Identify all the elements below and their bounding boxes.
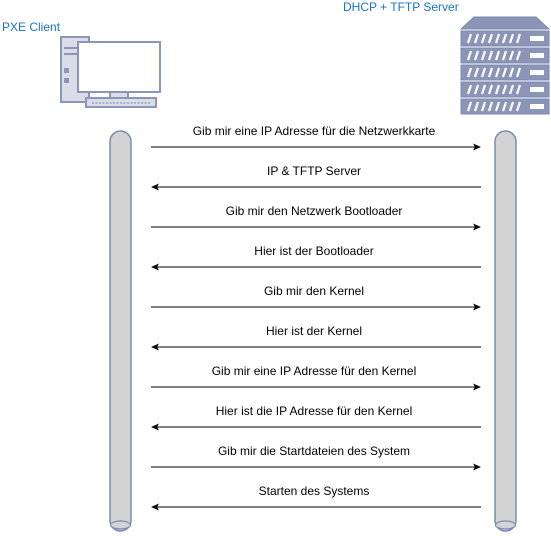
- server-indicator: [530, 53, 544, 58]
- server-indicator: [530, 87, 544, 92]
- server-slot: [515, 50, 522, 61]
- server-slot: [501, 67, 508, 78]
- server-slot: [466, 101, 473, 112]
- message-label: IP & TFTP Server: [266, 164, 362, 178]
- server-slot: [494, 33, 501, 44]
- message-arrowhead: [473, 463, 481, 471]
- server-indicator: [530, 70, 544, 75]
- server-slot: [515, 101, 522, 112]
- server-slot: [501, 84, 508, 95]
- message-arrowhead: [151, 263, 159, 271]
- server-slot: [508, 67, 515, 78]
- server-slot: [501, 50, 508, 61]
- desktop-computer-icon: [60, 36, 161, 108]
- server-slot: [515, 33, 522, 44]
- message-label: Gib mir eine IP Adresse für die Netzwerk…: [192, 124, 436, 138]
- server-lifeline: [494, 130, 517, 532]
- message-label: Hier ist der Bootloader: [254, 244, 374, 258]
- server-rack-icon: [459, 16, 551, 115]
- server-slot: [508, 101, 515, 112]
- server-slot: [480, 67, 487, 78]
- server-slot: [480, 84, 487, 95]
- server-slot: [473, 84, 480, 95]
- server-slot: [473, 33, 480, 44]
- server-indicator: [530, 104, 544, 109]
- server-slot: [501, 33, 508, 44]
- server-slot: [487, 67, 494, 78]
- message-label: Gib mir den Netzwerk Bootloader: [225, 204, 403, 218]
- server-slot: [501, 101, 508, 112]
- server-slot: [508, 84, 515, 95]
- server-slot: [515, 67, 522, 78]
- server-slot: [480, 50, 487, 61]
- message-arrowhead: [151, 343, 159, 351]
- server-slot: [515, 84, 522, 95]
- server-slot: [466, 33, 473, 44]
- message-arrowhead: [473, 223, 481, 231]
- server-slot: [487, 50, 494, 61]
- message-label: Gib mir eine IP Adresse für den Kernel: [211, 364, 417, 378]
- server-slot: [473, 101, 480, 112]
- server-slot: [466, 67, 473, 78]
- server-slot: [480, 33, 487, 44]
- message-arrowhead: [473, 143, 481, 151]
- server-slot: [480, 101, 487, 112]
- server-slot: [487, 84, 494, 95]
- client-lifeline: [109, 130, 132, 532]
- server-slot: [473, 50, 480, 61]
- server-slot: [466, 84, 473, 95]
- server-slot: [466, 50, 473, 61]
- message-label: Starten des Systems: [258, 484, 370, 498]
- server-slot: [508, 50, 515, 61]
- message-label: Hier ist die IP Adresse für den Kernel: [215, 404, 413, 418]
- server-slot: [473, 67, 480, 78]
- server-slot: [494, 50, 501, 61]
- server-slot: [508, 33, 515, 44]
- message-arrowhead: [473, 303, 481, 311]
- message-arrowhead: [151, 183, 159, 191]
- server-slot: [494, 101, 501, 112]
- server-label: DHCP + TFTP Server: [343, 0, 459, 14]
- message-label: Gib mir den Kernel: [263, 284, 365, 298]
- client-label: PXE Client: [2, 20, 61, 34]
- message-arrowhead: [151, 503, 159, 511]
- server-slot: [487, 101, 494, 112]
- message-arrowhead: [473, 383, 481, 391]
- server-indicator: [530, 36, 544, 41]
- server-slot: [494, 67, 501, 78]
- server-slot: [494, 84, 501, 95]
- server-slot: [487, 33, 494, 44]
- message-label: Hier ist der Kernel: [265, 324, 363, 338]
- message-label: Gib mir die Startdateien des System: [217, 444, 411, 458]
- message-arrowhead: [151, 423, 159, 431]
